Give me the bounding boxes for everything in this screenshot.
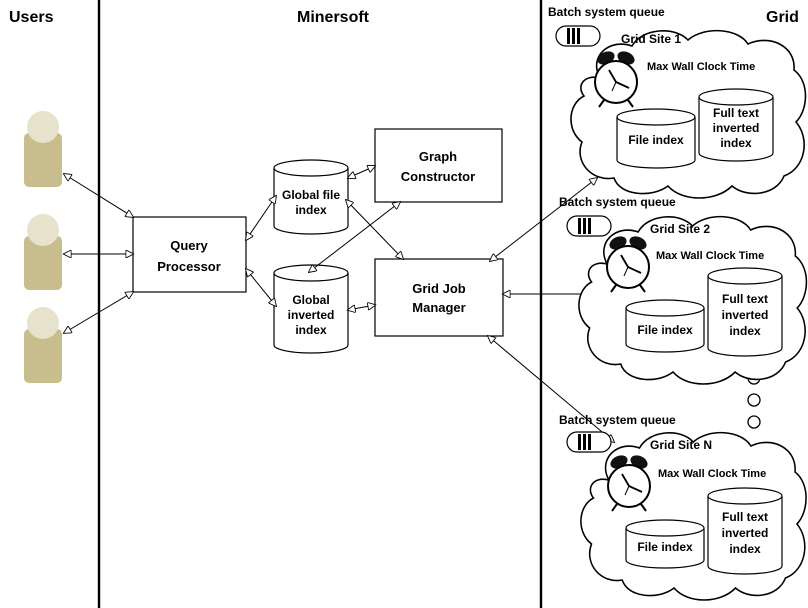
connector-gridjob-siteN <box>488 336 614 442</box>
fulltext-index-label: Full text <box>722 292 768 306</box>
batch-queue-icon <box>566 215 612 237</box>
grid-job-manager-label: Manager <box>412 300 465 315</box>
query-processor-label: Processor <box>157 259 221 274</box>
connector-user3-query <box>64 292 133 333</box>
fulltext-index-label: inverted <box>722 526 769 540</box>
user-icon <box>24 307 62 383</box>
grid-site-label: Grid Site N <box>650 438 712 452</box>
connector-fileindex-graph <box>348 166 375 178</box>
user-icon <box>24 214 62 290</box>
max-wall-clock-label: Max Wall Clock Time <box>647 61 755 73</box>
fulltext-index-label: index <box>729 324 761 338</box>
users-header: Users <box>9 9 54 26</box>
connector-user1-query <box>64 174 133 217</box>
global-inverted-index-label: inverted <box>288 308 335 322</box>
grid-job-manager-label: Grid Job <box>412 281 466 296</box>
file-index-label: File index <box>628 133 684 147</box>
grid-site-label: Grid Site 1 <box>621 32 681 46</box>
batch-queue-label: Batch system queue <box>559 195 676 209</box>
global-file-index-cylinder: Global file index <box>273 159 349 235</box>
fulltext-index-label: index <box>729 542 761 556</box>
database-cylinder-icon: Full text inverted index <box>707 267 783 357</box>
query-processor-label: Query <box>170 238 208 253</box>
graph-constructor-label: Constructor <box>401 169 475 184</box>
global-file-index-label: index <box>295 203 327 217</box>
fulltext-index-label: inverted <box>713 121 760 135</box>
fulltext-index-label: inverted <box>722 308 769 322</box>
query-processor-box: Query Processor <box>132 216 247 293</box>
database-cylinder-icon: Full text inverted index <box>698 88 774 162</box>
user-icon <box>24 111 62 187</box>
connector-query-fileindex <box>246 196 276 240</box>
file-index-label: File index <box>637 323 693 337</box>
batch-queue-label: Batch system queue <box>548 5 665 19</box>
database-cylinder-icon: File index <box>625 519 705 569</box>
grid-site-1: Batch system queue Grid Site 1 Max Wall … <box>548 5 807 199</box>
grid-site-2: Batch system queue Grid Site 2 Max Wall … <box>559 195 808 385</box>
fulltext-index-label: Full text <box>722 510 768 524</box>
connector-gridjob-site1 <box>490 178 597 261</box>
global-inverted-index-label: index <box>295 323 327 337</box>
connector-fileindex-gridjob <box>346 200 403 259</box>
max-wall-clock-label: Max Wall Clock Time <box>658 468 766 480</box>
global-inverted-index-label: Global <box>292 293 329 307</box>
grid-header: Grid <box>766 9 799 26</box>
batch-queue-icon <box>566 431 612 453</box>
max-wall-clock-label: Max Wall Clock Time <box>656 250 764 262</box>
grid-site-label: Grid Site 2 <box>650 222 710 236</box>
graph-constructor-box: Graph Constructor <box>374 128 503 203</box>
file-index-label: File index <box>637 540 693 554</box>
batch-queue-icon <box>555 25 601 47</box>
global-file-index-label: Global file <box>282 188 340 202</box>
connector-query-invindex <box>246 269 276 306</box>
global-inverted-index-cylinder: Global inverted index <box>273 264 349 354</box>
minersoft-header: Minersoft <box>297 9 370 26</box>
database-cylinder-icon: File index <box>625 299 705 353</box>
grid-site-n: Batch system queue Grid Site N Max Wall … <box>559 413 807 601</box>
grid-job-manager-box: Grid Job Manager <box>374 258 504 337</box>
continuation-bubbles <box>747 371 761 429</box>
database-cylinder-icon: Full text inverted index <box>707 487 783 575</box>
batch-queue-label: Batch system queue <box>559 413 676 427</box>
fulltext-index-label: index <box>720 136 752 150</box>
database-cylinder-icon: File index <box>616 108 696 169</box>
connector-invindex-gridjob <box>348 305 375 310</box>
connector-invindex-graph <box>309 202 400 272</box>
graph-constructor-label: Graph <box>419 149 457 164</box>
fulltext-index-label: Full text <box>713 106 759 120</box>
